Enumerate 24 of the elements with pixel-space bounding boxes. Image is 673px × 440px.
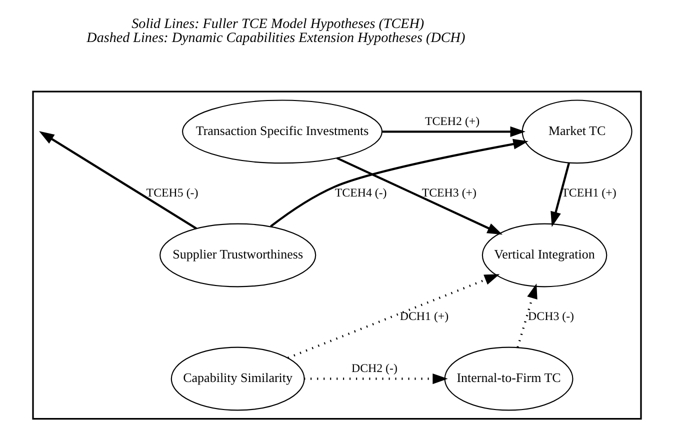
node-ellipse: Internal-to-Firm TC <box>444 346 573 411</box>
label: Solid Lines: Fuller TCE Model Hypotheses (TCEH) <box>131 16 424 32</box>
node-ellipse: Market TC <box>521 100 632 164</box>
arrow <box>382 126 525 137</box>
node-ellipse: Capability Similarity <box>170 346 304 411</box>
arrow <box>550 162 570 227</box>
arrow <box>304 373 448 384</box>
edge-label: TCEH3 (+) <box>421 185 476 200</box>
node-ellipse: Supplier Trustworthiness <box>159 223 316 288</box>
cluster <box>32 90 642 420</box>
arrow <box>516 283 537 348</box>
arrow <box>38 131 196 230</box>
arrow <box>287 274 500 359</box>
edge-label: DCH3 (-) <box>528 309 574 324</box>
edge-label: TCEH2 (+) <box>424 114 480 128</box>
arrow <box>336 157 502 235</box>
label: Dashed Lines: Dynamic Capabilities Extension Hypotheses (DCH) <box>86 30 465 46</box>
node-ellipse: Transaction Specific Investments <box>182 100 382 164</box>
edge-label: DCH1 (+) <box>399 309 448 324</box>
edge-label: TCEH5 (-) <box>146 185 198 200</box>
edge-label: TCEH1 (+) <box>561 185 616 200</box>
edge-label: DCH2 (-) <box>350 361 397 376</box>
edge-label: TCEH4 (-) <box>334 185 386 200</box>
arrow <box>270 138 528 228</box>
